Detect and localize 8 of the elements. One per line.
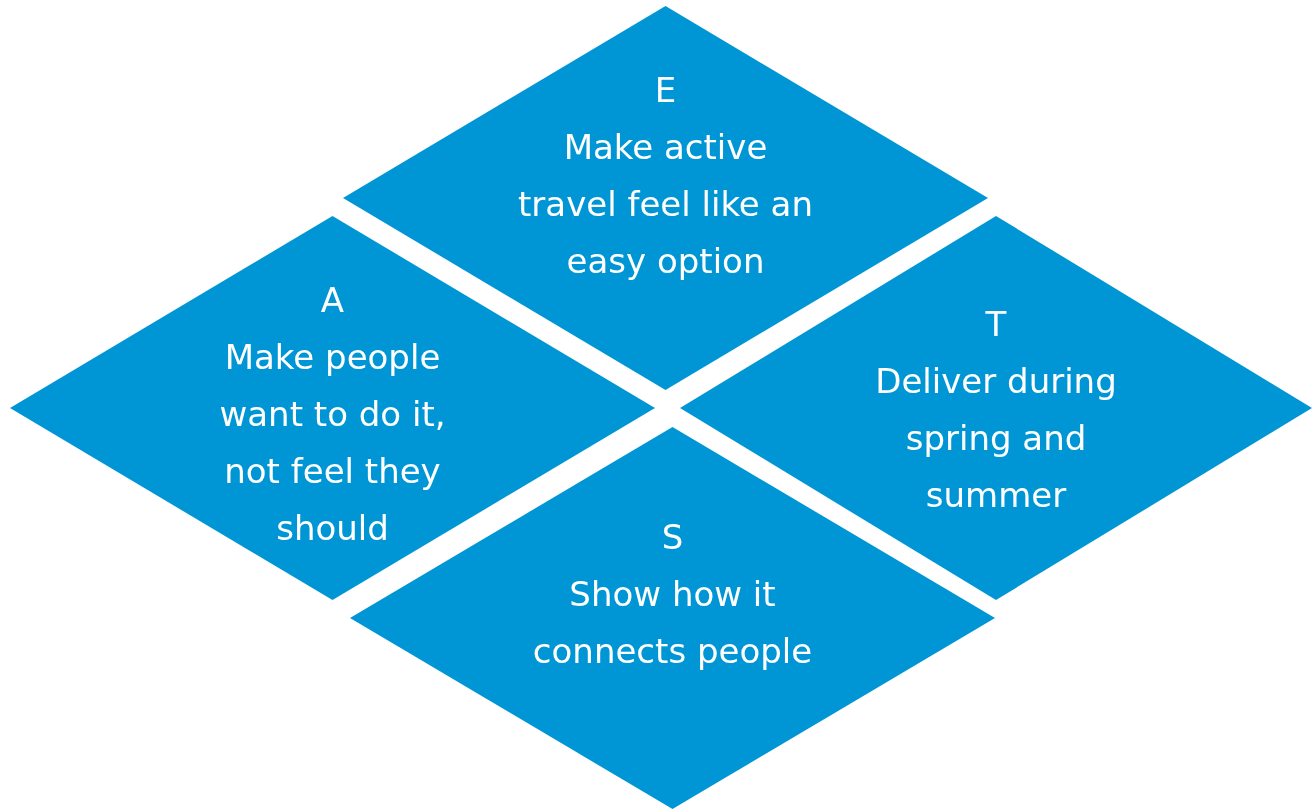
section-letter: T	[985, 303, 1007, 346]
description-text: Deliver during spring and summer	[874, 360, 1118, 517]
description-text: Make active travel feel like an easy option	[517, 126, 814, 283]
section-letter: S	[661, 516, 684, 559]
section-letter: E	[654, 69, 677, 112]
description-text: Make people want to do it, not feel they should	[218, 336, 447, 550]
description-text: Show how it connects people	[532, 573, 813, 673]
section-letter: A	[320, 279, 345, 322]
